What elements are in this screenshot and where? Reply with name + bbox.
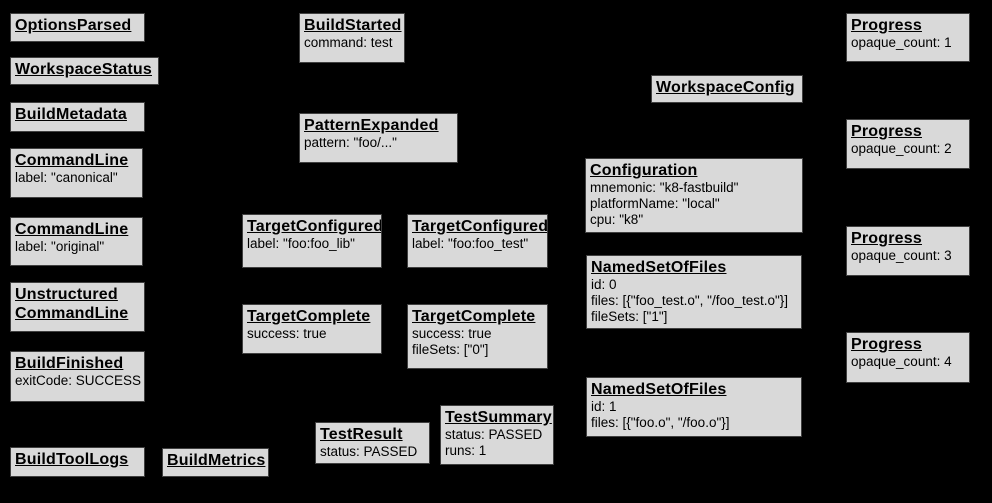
event-box-body: opaque_count: 2 [851, 141, 965, 157]
event-box-body: opaque_count: 1 [851, 35, 965, 51]
event-box-body: success: true [247, 326, 377, 342]
event-box-title: CommandLine [15, 152, 129, 169]
event-box-line: cpu: "k8" [590, 212, 644, 227]
event-box-title: Progress [851, 123, 922, 140]
event-box-line: success: true [247, 326, 327, 341]
event-box-body: opaque_count: 4 [851, 354, 965, 370]
event-box-body: label: "foo:foo_test" [412, 236, 543, 252]
event-box-target-configured-foo-test: TargetConfigured label: "foo:foo_test" [407, 214, 548, 268]
event-box-workspace-config: WorkspaceConfig [651, 75, 803, 103]
event-box-build-metrics: BuildMetrics [162, 448, 269, 477]
event-box-title: BuildMetrics [167, 452, 266, 469]
event-box-options-parsed: OptionsParsed [10, 13, 145, 42]
event-box-line: mnemonic: "k8-fastbuild" [590, 180, 739, 195]
event-box-body: pattern: "foo/..." [304, 135, 453, 151]
event-box-title: NamedSetOfFiles [591, 259, 727, 276]
event-box-line: status: PASSED [445, 427, 543, 442]
event-box-progress-1: Progress opaque_count: 1 [846, 13, 970, 62]
event-box-title: Progress [851, 230, 922, 247]
event-box-test-result: TestResult status: PASSED [315, 422, 430, 464]
event-box-progress-2: Progress opaque_count: 2 [846, 119, 970, 169]
event-box-line: label: "original" [15, 239, 105, 254]
event-box-line: files: [{"foo_test.o", "/foo_test.o"}] [591, 293, 789, 308]
event-box-title: TestResult [320, 426, 403, 443]
event-box-line: id: 1 [591, 399, 617, 414]
event-box-target-complete-foo-lib: TargetComplete success: true [242, 304, 382, 354]
event-box-line: exitCode: SUCCESS [15, 373, 142, 388]
event-box-unstructured-command-line: Unstructured CommandLine [10, 282, 145, 332]
event-box-line: label: "foo:foo_lib" [247, 236, 355, 251]
event-box-line: id: 0 [591, 277, 617, 292]
event-box-title: Progress [851, 17, 922, 34]
event-box-body: command: test [304, 35, 400, 51]
event-box-line: command: test [304, 35, 393, 50]
event-box-title: TargetComplete [412, 308, 536, 325]
event-box-title: OptionsParsed [15, 17, 132, 34]
event-box-body: mnemonic: "k8-fastbuild"platformName: "l… [590, 180, 798, 228]
event-box-workspace-status: WorkspaceStatus [10, 57, 159, 85]
event-box-build-finished: BuildFinished exitCode: SUCCESS [10, 351, 145, 402]
event-box-title: Progress [851, 336, 922, 353]
event-box-title: NamedSetOfFiles [591, 381, 727, 398]
event-box-body: opaque_count: 3 [851, 248, 965, 264]
event-box-line: opaque_count: 4 [851, 354, 952, 369]
event-box-target-configured-foo-lib: TargetConfigured label: "foo:foo_lib" [242, 214, 382, 268]
event-box-progress-4: Progress opaque_count: 4 [846, 332, 970, 383]
event-box-build-metadata: BuildMetadata [10, 102, 145, 132]
event-box-title: BuildStarted [304, 17, 402, 34]
event-box-build-tool-logs: BuildToolLogs [10, 447, 145, 477]
event-box-title: TargetConfigured [247, 218, 382, 235]
event-box-title: TargetConfigured [412, 218, 548, 235]
event-box-line: status: PASSED [320, 444, 418, 459]
event-box-line: success: true [412, 326, 492, 341]
event-box-progress-3: Progress opaque_count: 3 [846, 226, 970, 276]
event-box-line: label: "foo:foo_test" [412, 236, 529, 251]
event-box-line: runs: 1 [445, 443, 487, 458]
event-box-title: BuildToolLogs [15, 451, 129, 468]
event-box-line: opaque_count: 2 [851, 141, 952, 156]
event-box-title: PatternExpanded [304, 117, 439, 134]
event-box-title: WorkspaceConfig [656, 79, 795, 96]
event-box-line: fileSets: ["0"] [412, 342, 489, 357]
event-box-line: fileSets: ["1"] [591, 309, 668, 324]
event-box-line: opaque_count: 1 [851, 35, 952, 50]
event-box-line: platformName: "local" [590, 196, 720, 211]
event-box-command-line-original: CommandLine label: "original" [10, 217, 143, 266]
event-box-title: TestSummary [445, 409, 552, 426]
event-box-title: BuildFinished [15, 355, 124, 372]
event-box-line: files: [{"foo.o", "/foo.o"}] [591, 415, 730, 430]
event-box-pattern-expanded: PatternExpanded pattern: "foo/..." [299, 113, 458, 163]
event-box-body: label: "canonical" [15, 170, 138, 186]
event-box-command-line-canonical: CommandLine label: "canonical" [10, 148, 143, 198]
event-box-body: label: "original" [15, 239, 138, 255]
event-box-title: Configuration [590, 162, 698, 179]
event-box-line: pattern: "foo/..." [304, 135, 397, 150]
event-box-build-started: BuildStarted command: test [299, 13, 405, 63]
event-box-body: label: "foo:foo_lib" [247, 236, 377, 252]
event-box-body: status: PASSED [320, 444, 425, 460]
event-box-title: WorkspaceStatus [15, 61, 152, 78]
event-box-body: exitCode: SUCCESS [15, 373, 142, 389]
event-box-line: label: "canonical" [15, 170, 118, 185]
event-box-title: BuildMetadata [15, 106, 127, 123]
event-box-configuration: Configuration mnemonic: "k8-fastbuild"pl… [585, 158, 803, 233]
event-box-title: TargetComplete [247, 308, 371, 325]
event-box-title: Unstructured CommandLine [15, 286, 129, 322]
event-box-line: opaque_count: 3 [851, 248, 952, 263]
event-box-title: CommandLine [15, 221, 129, 238]
